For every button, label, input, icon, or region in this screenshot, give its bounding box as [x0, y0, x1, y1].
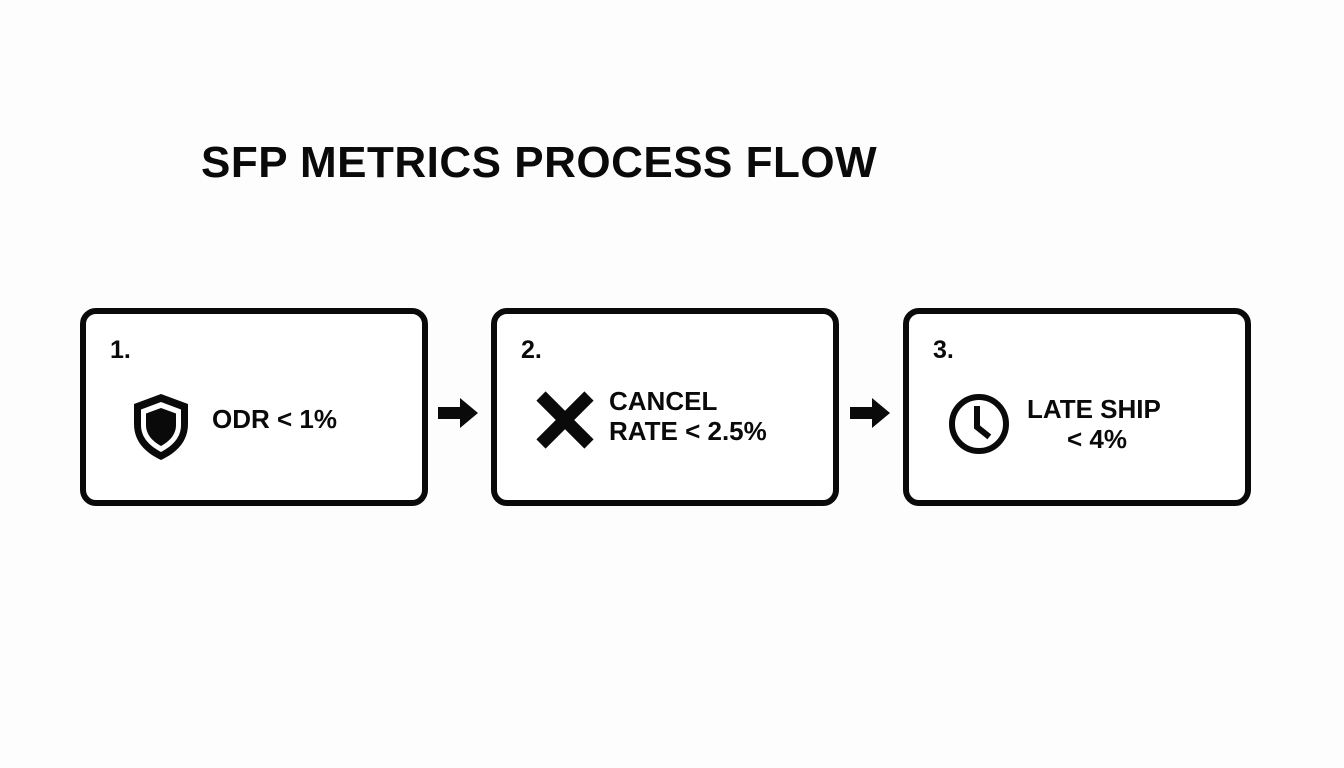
- step-label-line2: RATE < 2.5%: [609, 416, 767, 446]
- clock-icon: [949, 394, 1009, 454]
- step-label: ODR < 1%: [212, 404, 337, 434]
- step-box-2: 2. CANCEL RATE < 2.5%: [491, 308, 839, 506]
- step-label-line1: CANCEL: [609, 386, 718, 416]
- step-label-line1: LATE SHIP: [1027, 394, 1161, 424]
- step-number: 1.: [110, 336, 131, 364]
- arrow-right-icon: [438, 398, 478, 428]
- step-number: 3.: [933, 336, 954, 364]
- shield-icon: [134, 394, 188, 460]
- diagram-title: SFP METRICS PROCESS FLOW: [201, 138, 878, 187]
- step-number: 2.: [521, 336, 542, 364]
- step-box-1: 1. ODR < 1%: [80, 308, 428, 506]
- arrow-right-icon: [850, 398, 890, 428]
- x-icon: [536, 391, 594, 449]
- step-label-line2: < 4%: [1067, 424, 1127, 454]
- step-box-3: 3. LATE SHIP < 4%: [903, 308, 1251, 506]
